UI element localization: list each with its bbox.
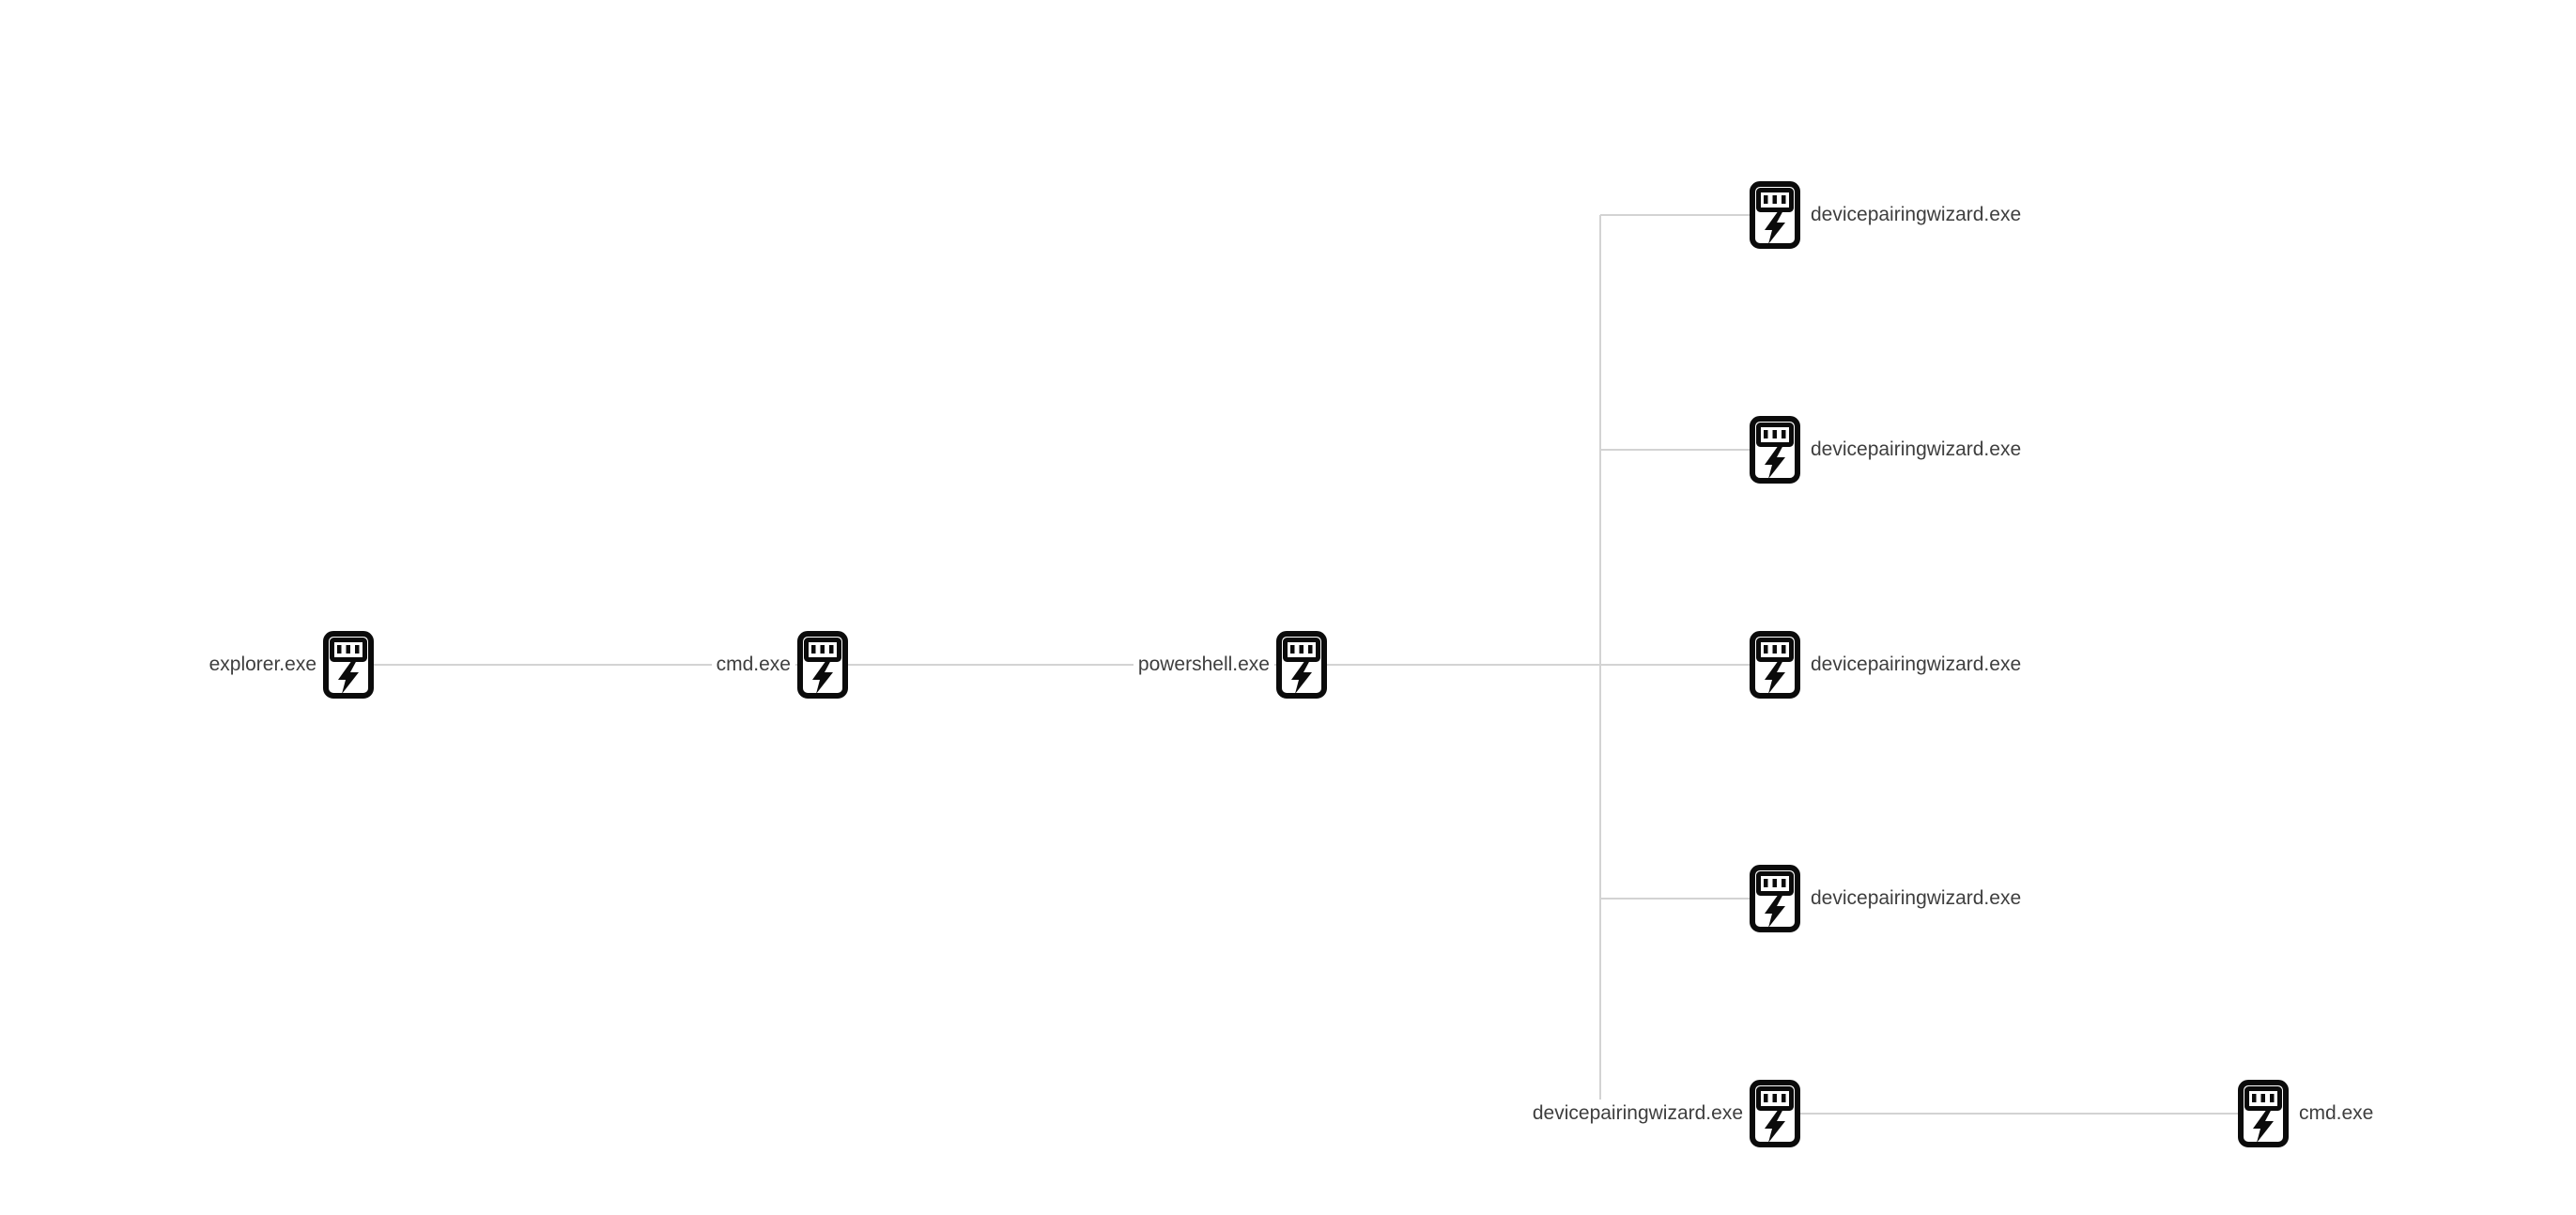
process-name-label: devicepairingwizard.exe	[1806, 436, 2027, 464]
edge-trunk-to-dpw1	[1600, 214, 1775, 216]
process-executable-bolt-icon	[1750, 416, 1800, 484]
process-name-label: powershell.exe	[1133, 651, 1274, 679]
edge-dpw5-to-cmd	[1775, 1113, 2263, 1115]
edge-trunk-to-dpw4	[1600, 898, 1775, 900]
process-executable-bolt-icon	[1750, 631, 1800, 699]
process-name-label: devicepairingwizard.exe	[1806, 651, 2027, 679]
edge-children-trunk	[1599, 215, 1601, 1100]
process-name-label: devicepairingwizard.exe	[1527, 1100, 1748, 1128]
edge-powershell-to-trunk	[1302, 664, 1600, 666]
process-executable-bolt-icon	[323, 631, 374, 699]
process-executable-bolt-icon	[2238, 1080, 2289, 1147]
process-executable-bolt-icon	[1750, 181, 1800, 249]
process-name-label: cmd.exe	[2294, 1100, 2379, 1128]
process-executable-bolt-icon	[1750, 865, 1800, 932]
process-executable-bolt-icon	[1750, 1080, 1800, 1147]
edge-trunk-to-dpw2	[1600, 449, 1775, 451]
process-executable-bolt-icon	[797, 631, 848, 699]
process-name-label: devicepairingwizard.exe	[1806, 884, 2027, 913]
edge-cmd-to-powershell	[823, 664, 1302, 666]
edge-trunk-to-dpw3	[1600, 664, 1775, 666]
process-executable-bolt-icon	[1276, 631, 1327, 699]
process-name-label: devicepairingwizard.exe	[1806, 201, 2027, 229]
edge-explorer-to-cmd	[348, 664, 823, 666]
process-name-label: explorer.exe	[204, 651, 321, 679]
process-name-label: cmd.exe	[711, 651, 795, 679]
